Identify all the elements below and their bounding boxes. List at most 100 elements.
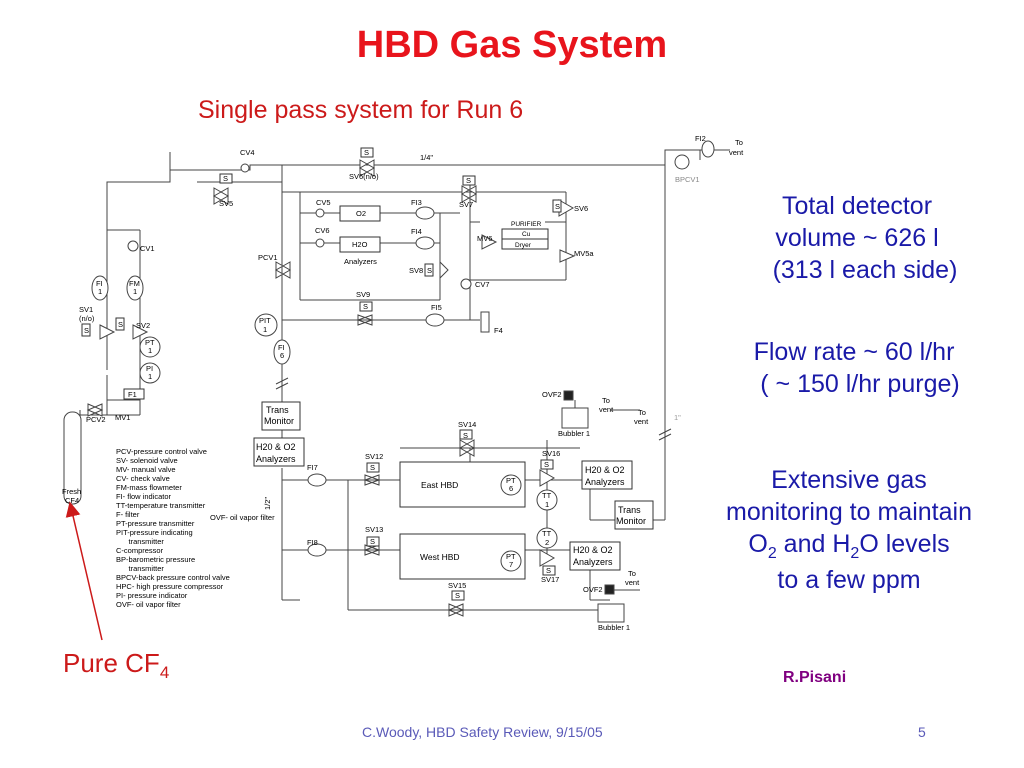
sv15-valve-icon	[447, 603, 465, 617]
svg-text:1": 1"	[674, 413, 681, 422]
volume-line-2: volume ~ 626 l	[775, 224, 939, 252]
analyzers-box-3	[569, 541, 621, 571]
svg-text:Monitor: Monitor	[616, 516, 646, 526]
svg-text:FI: FI	[96, 279, 103, 288]
svg-text:FI7: FI7	[307, 463, 318, 472]
svg-text:BPCV1: BPCV1	[675, 175, 700, 184]
pt7-transmitter-icon	[500, 550, 522, 572]
svg-text:Bubbler 1: Bubbler 1	[558, 429, 590, 438]
mv6-valve-icon	[481, 234, 498, 250]
sv5-valve-icon	[212, 187, 230, 205]
tt1-transmitter-icon	[536, 489, 558, 511]
fi5-flow-indicator-icon	[425, 313, 445, 327]
svg-text:PT: PT	[506, 476, 516, 485]
svg-text:Monitor: Monitor	[264, 416, 294, 426]
legend-line: FI- flow indicator	[116, 492, 172, 501]
svg-text:FI8: FI8	[307, 538, 318, 547]
trans-monitor-box-1	[261, 401, 301, 431]
svg-text:CV7: CV7	[475, 280, 490, 289]
cv1-check-valve-icon	[127, 240, 139, 252]
svg-text:vent: vent	[729, 148, 744, 157]
cv5-check-valve-icon	[315, 208, 325, 218]
sv1-valve-icon	[99, 324, 116, 340]
svg-text:East HBD: East HBD	[421, 480, 458, 490]
svg-text:Analyzers: Analyzers	[573, 557, 613, 567]
sv16-valve-icon	[539, 469, 556, 487]
h2o-analyzer-box	[339, 236, 381, 253]
legend-line: FM-mass flowmeter	[116, 483, 182, 492]
svg-text:vent: vent	[625, 578, 640, 587]
fi1-flow-indicator-icon	[91, 275, 109, 301]
valve-symbols	[63, 140, 715, 623]
svg-text:TT: TT	[542, 529, 552, 538]
diagram-labels: CV4 S SV6(n/o) 1/4" S SV5 S SV7 FI2 To v…	[62, 134, 744, 632]
legend-line: TT-temperature transmitter	[116, 501, 206, 510]
svg-text:1: 1	[98, 287, 102, 296]
svg-text:7: 7	[509, 560, 513, 569]
svg-text:CV4: CV4	[240, 148, 255, 157]
svg-text:S: S	[223, 174, 228, 183]
fi7-flow-indicator-icon	[307, 473, 327, 487]
legend-line: HPC- high pressure compressor	[116, 582, 224, 591]
pcv2-valve-icon	[86, 403, 104, 417]
monitoring-line-4: to a few ppm	[777, 566, 921, 595]
svg-text:SV9: SV9	[356, 290, 370, 299]
svg-text:CV6: CV6	[315, 226, 330, 235]
svg-text:SV1: SV1	[79, 305, 93, 314]
legend-line: F- filter	[116, 510, 140, 519]
svg-text:OVF2: OVF2	[542, 390, 562, 399]
o2-analyzer-box	[339, 205, 381, 222]
fi6-flow-indicator-icon	[273, 339, 291, 365]
sv6-valve-icon	[358, 159, 376, 177]
svg-text:1: 1	[148, 372, 152, 381]
svg-text:FM: FM	[129, 279, 140, 288]
fm1-flowmeter-icon	[126, 275, 144, 301]
svg-text:Dryer: Dryer	[515, 242, 532, 249]
sv2-valve-icon	[132, 324, 149, 340]
legend-line: CV- check valve	[116, 474, 170, 483]
svg-text:S: S	[364, 148, 369, 157]
svg-text:S: S	[463, 431, 468, 440]
sv8-valve-icon	[439, 260, 449, 280]
sv13-valve-icon	[363, 544, 381, 556]
svg-text:MV6: MV6	[477, 234, 492, 243]
sv14-valve-icon	[458, 439, 476, 457]
svg-text:PIT: PIT	[259, 316, 271, 325]
volume-line-1: Total detector	[781, 192, 933, 220]
bpcv1-valve-icon	[674, 154, 690, 170]
svg-text:Cu: Cu	[522, 231, 531, 238]
svg-text:SV12: SV12	[365, 452, 383, 461]
svg-text:OVF- oil vapor filter: OVF- oil vapor filter	[210, 513, 275, 522]
svg-text:Analyzers: Analyzers	[585, 477, 625, 487]
legend-line: SV- solenoid valve	[116, 456, 178, 465]
svg-text:PCV1: PCV1	[258, 253, 278, 262]
mv5a-valve-icon	[559, 249, 576, 263]
legend-line: BP-barometric pressure	[116, 555, 195, 564]
svg-text:SV14: SV14	[458, 420, 476, 429]
svg-text:Analyzers: Analyzers	[344, 257, 377, 266]
svg-text:Fresh: Fresh	[62, 487, 81, 496]
f4-filter-icon	[480, 311, 490, 333]
flow-rate-note: Flow rate ~ 60 l/hr ( ~ 150 l/hr purge)	[726, 336, 982, 400]
svg-text:H20 & O2: H20 & O2	[573, 545, 613, 555]
svg-text:1: 1	[133, 287, 137, 296]
svg-text:SV6(n/o): SV6(n/o)	[349, 172, 379, 181]
cv4-check-valve-icon	[240, 163, 250, 173]
pt1-transmitter-icon	[139, 336, 161, 358]
volume-line-3: (313 l each side)	[772, 256, 958, 284]
svg-text:West HBD: West HBD	[420, 552, 460, 562]
svg-text:SV13: SV13	[365, 525, 383, 534]
fi8-flow-indicator-icon	[307, 543, 327, 557]
pure-cf4-label: Pure CF4	[63, 648, 170, 683]
svg-text:SV16: SV16	[542, 449, 560, 458]
legend-line: PCV-pressure control valve	[116, 447, 207, 456]
svg-text:F4: F4	[494, 326, 503, 335]
flow-line-2: ( ~ 150 l/hr purge)	[760, 370, 960, 398]
svg-text:SV5: SV5	[219, 199, 233, 208]
svg-text:FI4: FI4	[411, 227, 422, 236]
svg-text:Analyzers: Analyzers	[256, 454, 296, 464]
legend-line: PIT-pressure indicating	[116, 528, 193, 537]
svg-text:1/4": 1/4"	[420, 153, 433, 162]
svg-text:To: To	[735, 138, 743, 147]
slide-title: HBD Gas System	[356, 24, 668, 66]
